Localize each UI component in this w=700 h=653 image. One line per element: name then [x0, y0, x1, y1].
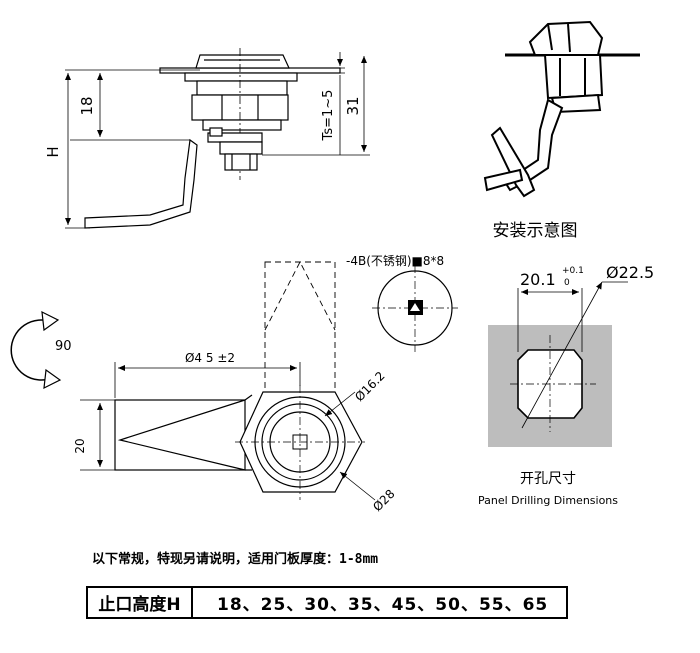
cam-arm	[84, 138, 198, 229]
flat-tol-upper: +0.1	[562, 266, 584, 276]
length-dim-label: Ø4 5 ±2	[185, 351, 235, 365]
inner-dia-label: Ø16.2	[352, 369, 387, 404]
height-table: 止口高度H 18、25、30、35、45、50、55、65	[86, 586, 568, 619]
hole-dia-label: Ø22.5	[606, 263, 654, 282]
flat-tol-lower: 0	[564, 278, 570, 288]
dim-ts-label: Ts=1~5	[321, 90, 336, 142]
front-view	[10, 261, 376, 501]
height-table-label: 止口高度H	[88, 588, 193, 617]
dim-31-label: 31	[344, 96, 362, 115]
key-label: -4B(不锈钢)■8*8	[346, 254, 444, 268]
outer-dia-label: Ø28	[370, 487, 397, 514]
install-caption: 安装示意图	[493, 221, 578, 241]
height-table-values: 18、25、30、35、45、50、55、65	[217, 595, 549, 615]
width-dim-label: 20	[73, 438, 87, 453]
dim-18-label: 18	[78, 96, 96, 115]
install-sketch	[483, 20, 640, 198]
key-detail	[372, 265, 458, 352]
panel-cutout	[488, 281, 628, 447]
dim-h-label: H	[44, 146, 62, 157]
side-view	[65, 48, 370, 229]
cutout-caption-cn: 开孔尺寸	[520, 471, 576, 487]
door-thickness-note: 以下常规，特现另请说明，适用门板厚度：1-8mm	[92, 552, 379, 567]
door-panel	[159, 67, 341, 74]
rotation-label: 90	[55, 339, 72, 354]
flat-dim-label: 20.1	[520, 270, 556, 289]
cutout-caption-en: Panel Drilling Dimensions	[478, 494, 618, 507]
